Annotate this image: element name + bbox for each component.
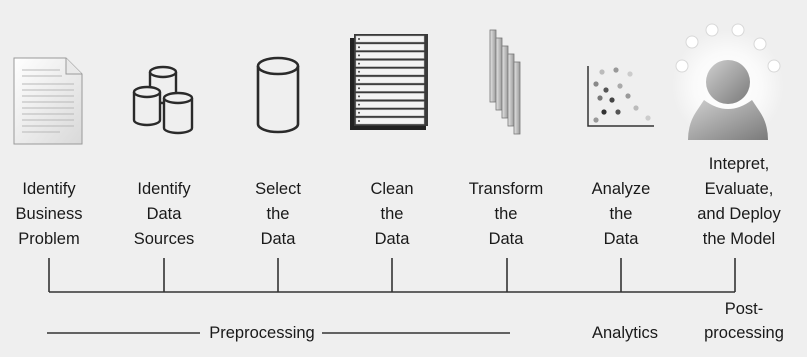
scatter-point <box>593 81 599 87</box>
scatter-point <box>597 95 603 101</box>
scatter-point <box>603 87 609 93</box>
step-label-transform-the-data: Transform the Data <box>468 180 544 248</box>
rack-led <box>358 87 360 90</box>
step-label-identify-data-sources: Identify Data Sources <box>133 180 195 248</box>
scatter-point <box>627 71 633 77</box>
rack-unit <box>355 76 425 84</box>
lightbulb <box>767 59 781 73</box>
database-cluster-icon <box>132 65 194 135</box>
rack-led <box>358 46 360 49</box>
scatter-point <box>601 109 607 115</box>
step-label-identify-business-problem: Identify Business Problem <box>15 180 83 248</box>
lightbulb <box>753 37 767 51</box>
lightbulb <box>685 35 699 49</box>
document-icon <box>13 57 83 145</box>
rack-led <box>358 95 360 98</box>
rack-led <box>358 103 360 106</box>
rack-led <box>358 120 360 122</box>
rack-unit <box>355 84 425 92</box>
server-rack-icon <box>350 34 428 130</box>
scatter-point <box>645 115 651 121</box>
step-label-clean-the-data: Clean the Data <box>370 180 414 248</box>
rack-led <box>358 62 360 65</box>
scatter-point <box>625 93 631 99</box>
scatter-point <box>593 117 599 123</box>
rack-unit <box>355 52 425 59</box>
timeline <box>48 258 736 293</box>
rack-unit <box>355 60 425 67</box>
scatter-point <box>617 83 623 89</box>
rack-led <box>358 79 360 81</box>
rack-unit <box>355 101 425 108</box>
step-label-select-the-data: Select the Data <box>255 180 301 248</box>
rack-led <box>358 70 360 73</box>
lightbulb <box>675 59 689 73</box>
rack-led <box>358 111 360 114</box>
scatter-plot-icon <box>587 66 654 127</box>
rack-unit <box>355 117 425 125</box>
database-cylinder-icon <box>256 56 300 134</box>
scatter-point <box>613 67 619 73</box>
step-label-interpret-evaluate-deploy: Intepret, Evaluate, and Deploy the Model <box>697 155 781 248</box>
scatter-point <box>615 109 621 115</box>
scatter-point <box>609 97 615 103</box>
rack-unit <box>355 93 425 100</box>
rack-unit <box>355 43 425 51</box>
phase-label-preprocessing: Preprocessing <box>205 321 319 345</box>
phase-label-analytics: Analytics <box>575 321 675 345</box>
rack-led <box>358 38 360 40</box>
rack-unit <box>355 35 425 43</box>
lightbulb <box>705 23 719 37</box>
stacked-panels-icon <box>489 29 521 135</box>
phase-label-postprocessing: Post- processing <box>694 297 794 345</box>
rack-led <box>358 54 360 57</box>
rack-unit <box>355 109 425 117</box>
lightbulb <box>731 23 745 37</box>
rack-unit <box>355 68 425 76</box>
step-label-analyze-the-data: Analyze the Data <box>591 180 651 248</box>
person-lightbulbs-icon <box>672 23 784 142</box>
scatter-point <box>599 69 605 75</box>
scatter-point <box>633 105 639 111</box>
